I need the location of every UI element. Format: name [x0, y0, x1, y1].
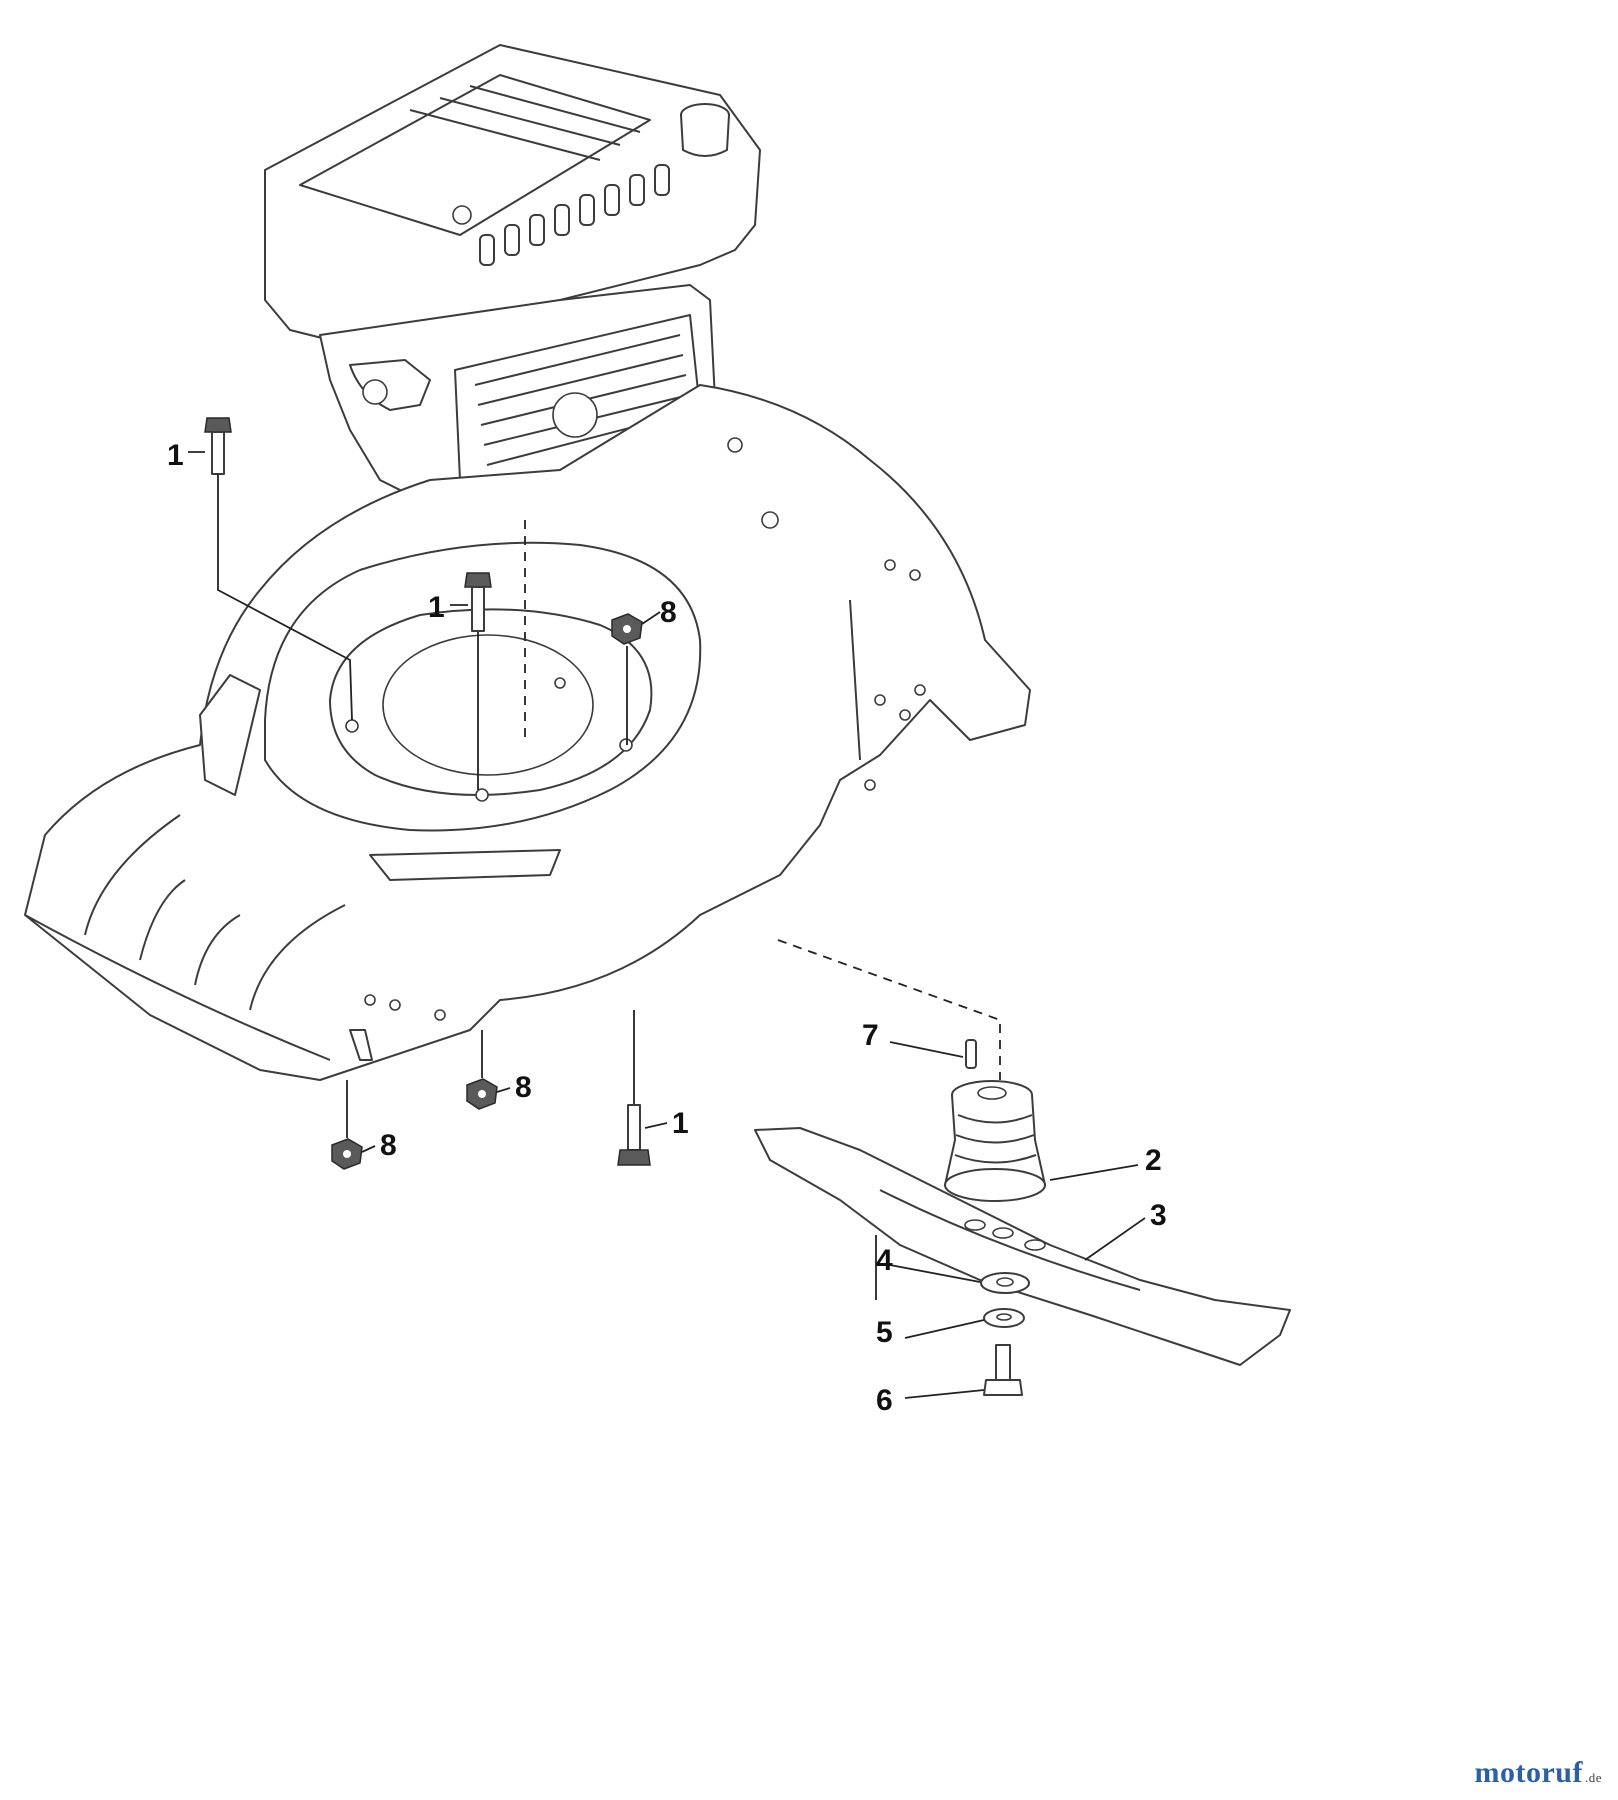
bolt-1-bottom — [617, 1104, 651, 1166]
engine-cooling-grille — [454, 314, 701, 501]
bolt-1-middle — [464, 572, 492, 632]
washer-4 — [980, 1272, 1030, 1294]
callout-1-middle: 1 — [428, 591, 445, 624]
nut-8-left — [331, 1138, 363, 1170]
callout-1-bottom: 1 — [672, 1107, 689, 1140]
callout-6: 6 — [876, 1384, 893, 1417]
callout-4: 4 — [876, 1244, 893, 1277]
blade-adapter — [944, 1080, 1046, 1202]
blade-bolt-6 — [983, 1344, 1023, 1396]
nut-8-center — [466, 1078, 498, 1110]
callout-8-center: 8 — [515, 1071, 532, 1104]
callout-8-left: 8 — [380, 1129, 397, 1162]
callout-labels: 1 1 8 8 8 1 7 2 3 4 5 6 — [167, 439, 1167, 1417]
bolt-1-top — [204, 417, 232, 475]
mower-deck — [24, 384, 1031, 1081]
callout-2: 2 — [1145, 1144, 1162, 1177]
watermark-tld: .de — [1584, 1770, 1602, 1785]
callout-5: 5 — [876, 1316, 893, 1349]
callout-8-top: 8 — [660, 596, 677, 629]
callout-1-top: 1 — [167, 439, 184, 472]
callout-3: 3 — [1150, 1199, 1167, 1232]
watermark-logo: motoruf.de — [1474, 1756, 1602, 1790]
callout-7: 7 — [862, 1019, 879, 1052]
assembly-lines — [188, 451, 1146, 1399]
key-7 — [965, 1039, 977, 1069]
mower-blade — [754, 1127, 1291, 1366]
washer-5 — [983, 1308, 1025, 1328]
watermark-brand: motoruf — [1474, 1756, 1583, 1789]
nut-8-top — [611, 613, 643, 645]
engine-cover-vents — [479, 164, 670, 266]
